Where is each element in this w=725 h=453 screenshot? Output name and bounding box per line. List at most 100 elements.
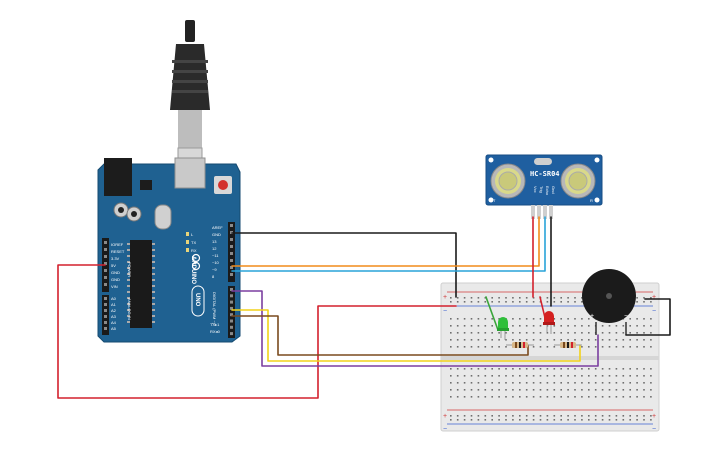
breadboard-hole <box>532 297 535 299</box>
chip-pin <box>127 261 130 263</box>
breadboard-hole <box>636 318 638 320</box>
breadboard-hole <box>456 382 459 384</box>
breadboard-hole <box>463 375 466 377</box>
pin-label: A1 <box>111 302 117 307</box>
breadboard-hole <box>594 415 597 417</box>
breadboard-holes <box>450 297 652 421</box>
breadboard-hole <box>491 396 493 398</box>
breadboard-hole <box>477 301 480 303</box>
breadboard-hole <box>560 339 562 341</box>
breadboard-hole <box>512 339 514 341</box>
breadboard-hole <box>477 339 480 341</box>
breadboard-hole <box>539 415 542 417</box>
breadboard-hole <box>456 375 459 377</box>
arduino-uno-board: IOREF RESET 3.3V 5V GND GND VIN A0 A1 A2… <box>97 157 241 343</box>
breadboard-hole <box>463 318 466 320</box>
breadboard-hole <box>450 339 452 341</box>
breadboard-hole <box>519 332 521 334</box>
breadboard-hole <box>498 375 500 377</box>
breadboard-hole <box>567 415 569 417</box>
breadboard-hole <box>484 419 487 421</box>
breadboard-hole <box>450 368 452 370</box>
breadboard-hole <box>636 346 638 348</box>
chip-pin <box>152 315 155 317</box>
pin-label: ~9 <box>212 267 217 272</box>
breadboard-hole <box>608 325 611 327</box>
breadboard-hole <box>450 346 452 348</box>
breadboard-hole <box>546 297 549 299</box>
breadboard-hole <box>636 368 638 370</box>
breadboard-hole <box>532 318 535 320</box>
breadboard-hole <box>491 339 493 341</box>
breadboard-hole <box>581 325 583 327</box>
pin-label: A0 <box>111 296 117 301</box>
header-pin <box>230 288 233 291</box>
chip-pin <box>152 243 155 245</box>
header-pin <box>104 255 107 258</box>
chip-pin <box>152 291 155 293</box>
breadboard-hole <box>477 297 480 299</box>
breadboard-hole <box>622 332 625 334</box>
breadboard-hole <box>532 346 535 348</box>
breadboard-hole <box>532 325 535 327</box>
wire-black-gnd <box>231 232 457 298</box>
breadboard-hole <box>574 396 576 398</box>
breadboard-hole <box>629 346 631 348</box>
chip-pin <box>127 297 130 299</box>
pin-label: GND <box>111 270 120 275</box>
breadboard-hole <box>650 325 652 327</box>
breadboard-hole <box>574 325 576 327</box>
breadboard-hole <box>574 301 576 303</box>
breadboard-hole <box>450 389 452 391</box>
breadboard-hole <box>498 301 500 303</box>
breadboard-hole <box>456 325 459 327</box>
breadboard-hole <box>456 301 459 303</box>
breadboard-hole <box>463 389 466 391</box>
breadboard-hole <box>643 301 645 303</box>
rx-led <box>186 248 189 252</box>
header-pin <box>230 306 233 310</box>
breadboard-hole <box>450 297 452 299</box>
breadboard-hole <box>525 419 528 421</box>
breadboard-hole <box>491 368 493 370</box>
breadboard-hole <box>608 368 611 370</box>
breadboard-hole <box>498 382 500 384</box>
breadboard-hole <box>505 396 507 398</box>
chip-pin <box>152 255 155 257</box>
breadboard-hole <box>505 415 507 417</box>
breadboard-hole <box>622 415 625 417</box>
breadboard-hole <box>553 346 556 348</box>
analog-label: ANALOG IN <box>127 298 132 320</box>
breadboard-hole <box>636 396 638 398</box>
header-pin <box>104 283 107 286</box>
breadboard-hole <box>643 415 645 417</box>
digital-header-lower <box>228 286 235 338</box>
arduino-logo-icon <box>191 253 201 271</box>
breadboard-hole <box>484 375 487 377</box>
board-name: UNO <box>194 293 200 307</box>
breadboard-hole <box>594 368 597 370</box>
breadboard-hole <box>608 332 611 334</box>
breadboard-hole <box>477 318 480 320</box>
breadboard-hole <box>463 346 466 348</box>
breadboard-hole <box>498 368 500 370</box>
breadboard-hole <box>643 382 645 384</box>
breadboard-hole <box>560 318 562 320</box>
transmitter-marker: T <box>493 198 496 203</box>
breadboard-hole <box>581 368 583 370</box>
receiver-icon <box>560 163 596 199</box>
breadboard-hole <box>525 318 528 320</box>
breadboard-hole <box>546 382 549 384</box>
breadboard-hole <box>601 419 604 421</box>
breadboard-hole <box>512 415 514 417</box>
breadboard-hole <box>636 297 638 299</box>
header-pin <box>230 273 233 276</box>
breadboard-hole <box>546 375 549 377</box>
chip-pin <box>152 309 155 311</box>
breadboard-hole <box>519 301 521 303</box>
rx-led-label: RX <box>191 248 197 253</box>
breadboard-hole <box>450 301 452 303</box>
breadboard-hole <box>601 415 604 417</box>
pin-label: A3 <box>111 314 117 319</box>
breadboard-hole <box>553 332 556 334</box>
